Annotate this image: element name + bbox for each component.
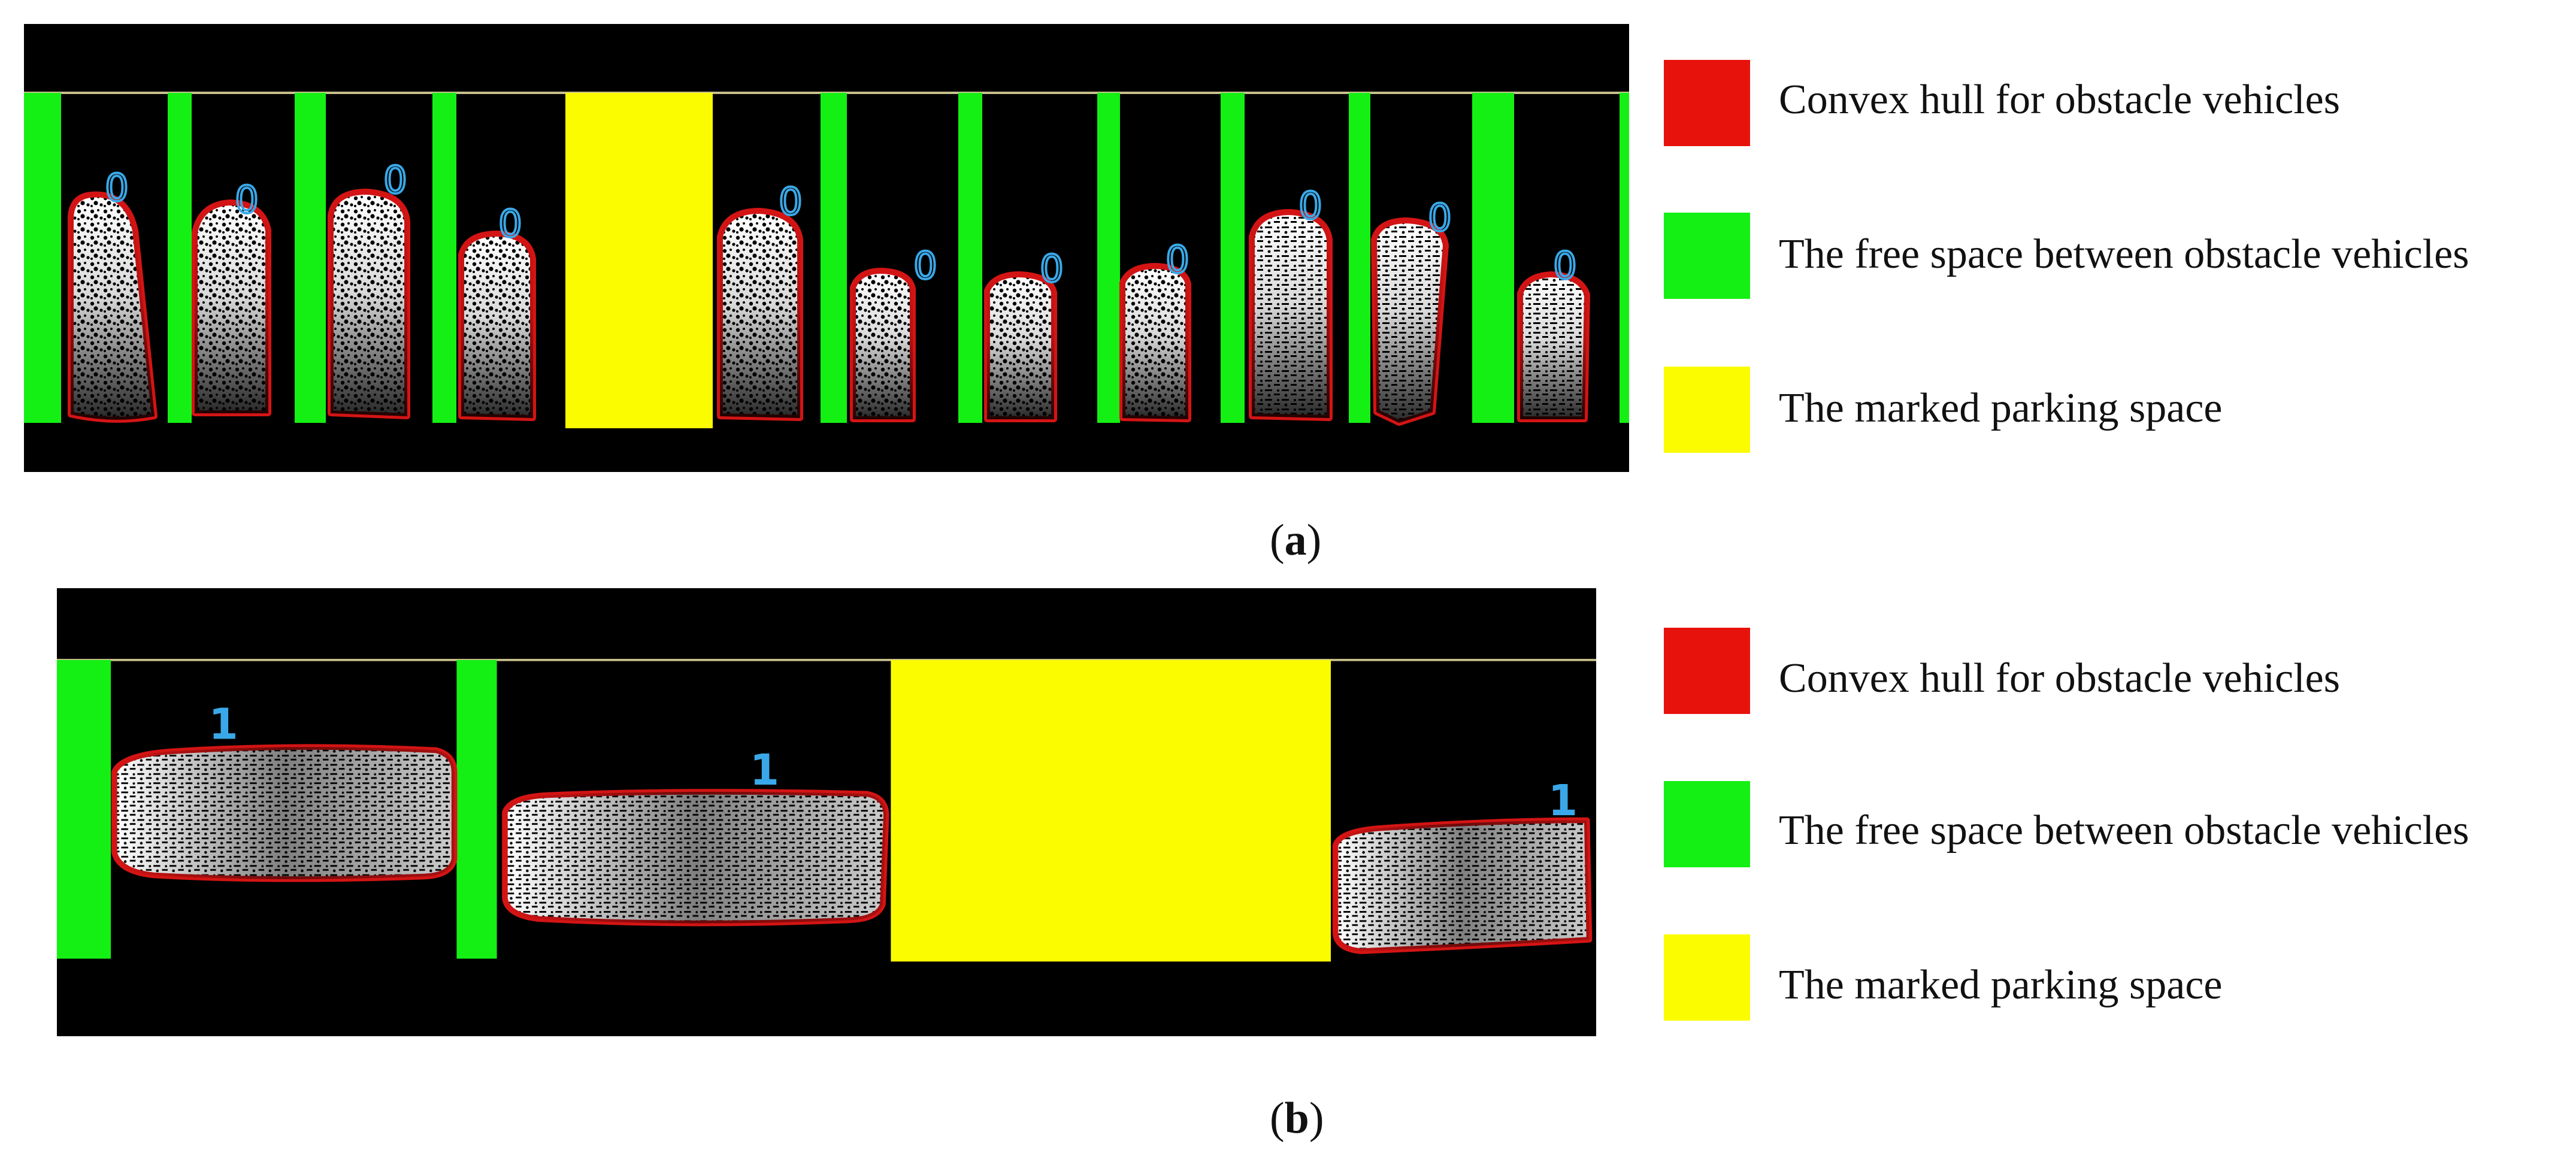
marked-parking-space xyxy=(891,659,1331,962)
vehicle xyxy=(192,199,271,416)
legend-label-parking-space: The marked parking space xyxy=(1779,385,2223,431)
vehicle xyxy=(984,271,1057,422)
vehicle xyxy=(1249,209,1333,421)
marked-parking-space xyxy=(565,93,713,428)
vehicle xyxy=(1119,263,1191,422)
vehicle-label: 0 xyxy=(383,158,407,202)
vehicle xyxy=(850,268,916,422)
vehicle-label: 0 xyxy=(235,178,258,222)
legend-swatch-parking-space xyxy=(1664,934,1750,1021)
free-space-region xyxy=(56,659,111,959)
vehicle-label: 0 xyxy=(1040,247,1063,290)
free-space-region xyxy=(295,93,326,423)
vehicle xyxy=(68,191,158,423)
free-space-region xyxy=(1349,93,1370,423)
vehicle-label: 0 xyxy=(1298,184,1322,228)
free-space-region xyxy=(1097,93,1120,423)
legend-label-parking-space: The marked parking space xyxy=(1779,962,2223,1008)
legend-swatch-convex-hull xyxy=(1664,60,1750,146)
vehicle xyxy=(1332,817,1593,954)
legend-swatch-parking-space xyxy=(1664,367,1750,453)
free-space-region xyxy=(24,93,61,423)
panel-b-image: 1 1 1 xyxy=(56,588,1597,1036)
panel-b-caption: (b) xyxy=(1270,1094,1324,1143)
vehicle xyxy=(717,208,803,421)
vehicle xyxy=(1517,271,1590,422)
vehicle-label: 0 xyxy=(498,202,522,246)
vehicle-label: 1 xyxy=(208,699,238,749)
panel-a-caption: (a) xyxy=(1270,516,1322,565)
vehicle-label: 1 xyxy=(750,745,779,795)
vehicle xyxy=(458,231,536,421)
legend-label-free-space: The free space between obstacle vehicles xyxy=(1779,231,2469,277)
legend-swatch-free-space xyxy=(1664,213,1750,299)
vehicle-label: 0 xyxy=(1166,238,1189,282)
vehicle-label: 0 xyxy=(1428,196,1451,240)
vehicle-label: 0 xyxy=(913,244,937,288)
vehicle xyxy=(328,189,410,419)
vehicle xyxy=(1371,217,1449,426)
vehicle-label: 0 xyxy=(779,180,802,223)
legend-swatch-free-space xyxy=(1664,781,1750,867)
vehicle-label: 0 xyxy=(105,166,128,210)
legend-label-free-space: The free space between obstacle vehicles xyxy=(1779,807,2469,854)
free-space-region xyxy=(821,93,847,423)
free-space-region xyxy=(432,93,456,423)
vehicle-label: 0 xyxy=(1553,244,1576,288)
panel-a-image: 0 0 0 0 0 0 0 0 0 0 0 xyxy=(24,24,1629,472)
free-space-region xyxy=(1620,93,1629,423)
legend-label-convex-hull: Convex hull for obstacle vehicles xyxy=(1779,655,2340,701)
vehicle-label: 1 xyxy=(1548,776,1578,825)
legend-swatch-convex-hull xyxy=(1664,628,1750,714)
vehicle xyxy=(502,789,889,927)
free-space-region xyxy=(1221,93,1245,423)
free-space-region xyxy=(168,93,192,423)
free-space-region xyxy=(958,93,982,423)
free-space-region xyxy=(456,659,497,959)
legend-label-convex-hull: Convex hull for obstacle vehicles xyxy=(1779,77,2340,123)
vehicle xyxy=(111,744,458,882)
free-space-region xyxy=(1472,93,1514,423)
